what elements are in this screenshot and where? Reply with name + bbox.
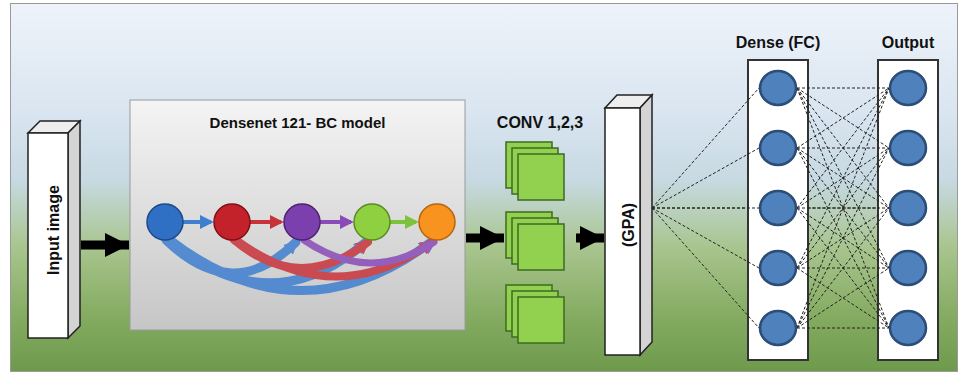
fc-line: [797, 208, 889, 328]
neuron: [890, 131, 926, 165]
layer-circle: [354, 204, 390, 240]
slab-side: [68, 121, 80, 338]
fc-line: [797, 88, 889, 208]
layer-circle: [419, 204, 455, 240]
dense-layer-column: Dense (FC): [748, 60, 808, 360]
slab-front: [605, 108, 640, 355]
fc-line: [797, 148, 889, 328]
neuron: [760, 71, 796, 105]
flow-arrow: [81, 241, 129, 250]
layer-circle: [214, 204, 250, 240]
feature-map: [518, 154, 564, 200]
layer-circle: [284, 204, 320, 240]
fc-link: [652, 208, 748, 209]
output-column: [878, 60, 938, 360]
fc-line: [797, 148, 889, 328]
column-heading: CONV 1,2,3: [497, 114, 583, 132]
output-layer-column: Output: [878, 60, 938, 360]
neuron: [760, 311, 796, 345]
pooling-slab: (GPA): [605, 95, 652, 355]
neuron: [890, 311, 926, 345]
fc-line: [797, 148, 889, 268]
input-slab: [28, 121, 80, 338]
dense-layers: [147, 204, 455, 240]
dense-skip-arrows: [166, 240, 434, 291]
chain-arrow: [390, 220, 416, 224]
fc-line: [797, 88, 889, 268]
model-panel: [130, 100, 465, 330]
slab-front: [28, 133, 68, 338]
fc-line: [797, 88, 889, 328]
neuron: [890, 71, 926, 105]
fan-line: [652, 148, 759, 208]
column-heading: Dense (FC): [736, 34, 820, 52]
fc-line: [797, 328, 889, 329]
slab-label: Input image: [45, 185, 63, 275]
chain-arrow: [320, 220, 351, 224]
flow-arrow: [466, 234, 504, 243]
neuron: [890, 191, 926, 225]
fc-line: [797, 268, 889, 328]
layer-circle: [147, 204, 183, 240]
skip-arrow: [304, 240, 434, 263]
fan-line: [652, 88, 759, 208]
input-image-slab: Input image: [28, 121, 80, 338]
chain-arrow: [183, 220, 211, 224]
gpa-slab: [605, 95, 652, 355]
fc-connections: [652, 88, 889, 328]
skip-arrow: [170, 240, 431, 291]
fc-link: [808, 208, 878, 209]
fan-line: [652, 208, 759, 209]
fc-line: [797, 88, 889, 328]
neuron: [760, 131, 796, 165]
conv-group: CONV 1,2,3: [505, 140, 575, 345]
fc-line: [797, 88, 889, 148]
chain-arrow: [250, 220, 281, 224]
neuron: [760, 191, 796, 225]
fc-line: [797, 208, 889, 209]
column-heading: Output: [882, 34, 934, 52]
neuron: [890, 251, 926, 285]
fan-line: [652, 208, 759, 268]
slab-side: [640, 95, 652, 355]
densenet-box: [130, 100, 465, 330]
conv-stacks: [506, 142, 564, 343]
neurons: [760, 71, 926, 345]
fc-line: [797, 88, 889, 148]
fc-line: [797, 268, 889, 328]
connectors: [81, 208, 878, 245]
model-box: Densenet 121- BC model: [130, 100, 465, 330]
fc-line: [797, 208, 889, 328]
fc-line: [797, 88, 889, 208]
neuron: [760, 251, 796, 285]
box-title: Densenet 121- BC model: [210, 114, 386, 131]
fc-line: [797, 88, 889, 89]
fan-line: [652, 208, 759, 328]
slab-label: (GPA): [620, 203, 638, 247]
fc-line: [797, 88, 889, 268]
feature-map: [518, 297, 564, 343]
fc-line: [797, 148, 889, 268]
flow-arrow: [576, 234, 604, 243]
feature-map: [518, 224, 564, 270]
